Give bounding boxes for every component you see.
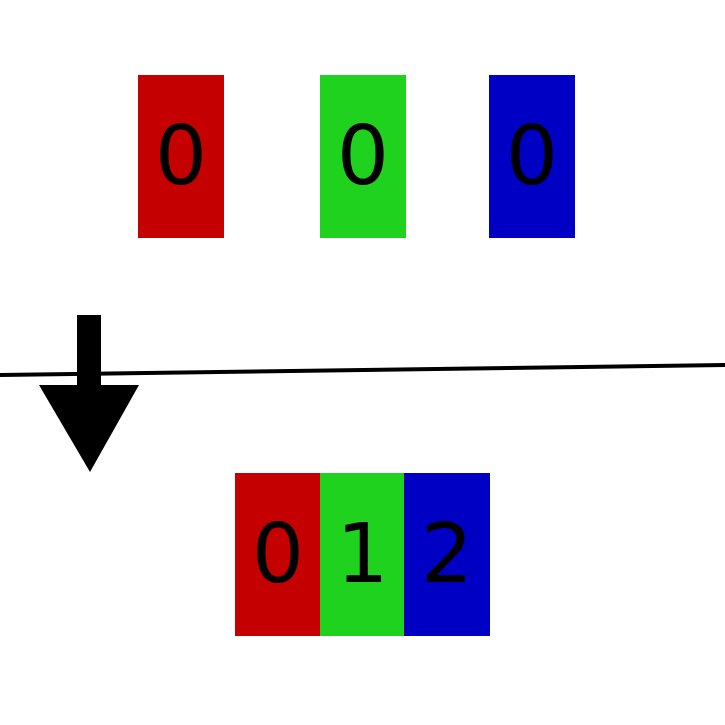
down-arrow-icon: [39, 315, 139, 472]
bottom-block-red: 0: [235, 473, 321, 636]
bottom-block-green: 1: [320, 473, 405, 636]
top-block-blue: 0: [489, 75, 575, 238]
top-block-red: 0: [138, 75, 224, 238]
bottom-block-blue: 2: [404, 473, 490, 636]
divider-line: [0, 363, 725, 377]
top-block-green: 0: [320, 75, 406, 238]
